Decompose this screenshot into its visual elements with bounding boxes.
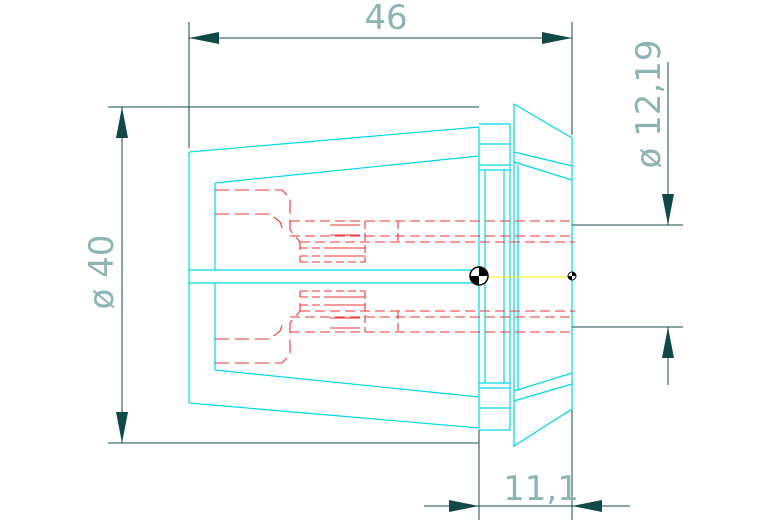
centerline-group [469,266,577,286]
nose-taper-1 [513,151,573,167]
centroid-marker-large [469,266,489,286]
dimension-bore-diameter: ø 12,19 [572,40,683,385]
centroid-marker-small [567,271,577,281]
dim-40-arrow-top [116,107,128,138]
body-top-taper-line [188,126,480,153]
dimension-overall-length: 46 [188,0,573,148]
body-top-inner-taper-line [214,155,480,184]
dim-111-arrow-right [572,500,602,512]
body-bottom-taper-line [188,402,480,429]
dimension-outer-diameter: ø 40 [82,106,479,444]
nose-taper-4 [513,372,573,392]
dim-46-arrow-right [542,32,572,44]
dim-1219-arrow-bottom [662,327,674,358]
hidden-upper-outer-bore [215,189,301,262]
dimensions: 46 ø 40 ø 12,19 [82,0,683,520]
dim-40-arrow-bottom [116,412,128,443]
dim-40-text: ø 40 [82,235,122,310]
dim-111-text: 11,1 [503,469,579,509]
dimension-nose-length: 11,1 [424,410,630,520]
nose-outline-top [513,102,573,448]
dim-46-arrow-left [189,32,219,44]
dim-111-arrow-left [449,500,479,512]
nose-taper-3 [513,383,573,402]
dim-1219-arrow-top [662,194,674,225]
nose-taper-2 [513,161,573,181]
collet-outline [188,102,573,448]
hidden-upper-inner-bore [215,213,284,231]
hidden-lower-outer-bore [215,291,301,364]
dim-46-text: 46 [364,0,407,38]
dim-1219-text: ø 12,19 [629,40,669,169]
hidden-lines [215,189,575,364]
hidden-lower-inner-bore [215,322,284,340]
body-bottom-inner-taper-line [214,369,480,398]
